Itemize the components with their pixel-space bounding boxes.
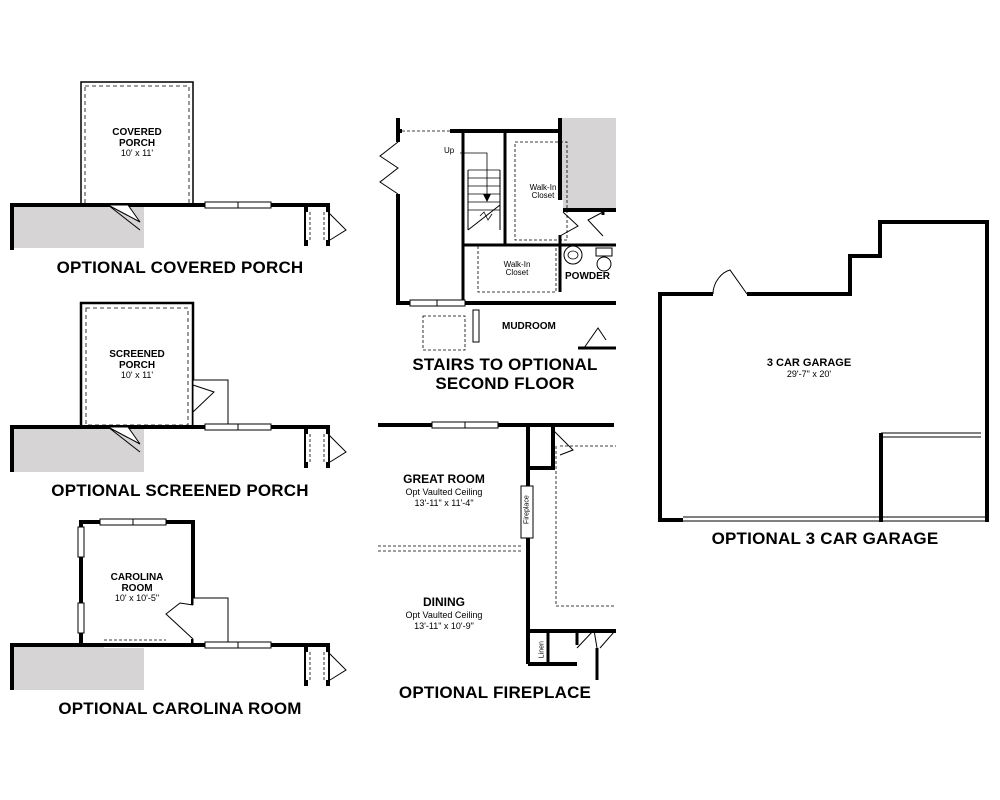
carolina-room-plan	[10, 518, 347, 690]
room-size: 10' x 11'	[120, 148, 154, 158]
stairs-up-label: Up	[444, 146, 455, 155]
room-size: 13'-11" x 11'-4"	[414, 498, 474, 509]
carolina-room-label: CAROLINA ROOM 10' x 10'-5"	[96, 572, 178, 603]
walkin-closet-2-label: Walk-In Closet	[503, 260, 531, 278]
garage-caption: OPTIONAL 3 CAR GARAGE	[711, 529, 939, 548]
room-name: 3 CAR GARAGE	[766, 357, 852, 369]
mudroom-label: MUDROOM	[502, 321, 556, 332]
screened-porch-caption: OPTIONAL SCREENED PORCH	[51, 481, 309, 500]
great-room-label: GREAT ROOM Opt Vaulted Ceiling 13'-11" x…	[384, 473, 504, 508]
room-size: 10' x 10'-5"	[114, 593, 160, 603]
fireplace-plan	[378, 421, 616, 680]
dining-room-label: DINING Opt Vaulted Ceiling 13'-11" x 10'…	[384, 596, 504, 631]
carolina-room-caption: OPTIONAL CAROLINA ROOM	[58, 699, 302, 718]
room-size: 10' x 11'	[120, 370, 154, 380]
stairs-plan	[379, 118, 616, 351]
room-note: Opt Vaulted Ceiling	[405, 609, 483, 620]
fireplace-label: Fireplace	[523, 495, 531, 525]
stairs-caption-line-2: SECOND FLOOR	[435, 374, 575, 393]
walkin-closet-1-label: Walk-In Closet	[529, 183, 557, 201]
stairs-caption: STAIRS TO OPTIONAL SECOND FLOOR	[395, 355, 615, 393]
garage-plan	[658, 220, 989, 524]
linen-label: Linen	[538, 641, 546, 659]
room-size: 13'-11" x 10'-9"	[414, 621, 474, 632]
screened-porch-room-label: SCREENED PORCH 10' x 11'	[96, 349, 178, 380]
room-name: COVERED PORCH	[112, 127, 162, 149]
screened-porch-plan	[10, 301, 347, 472]
garage-room-label: 3 CAR GARAGE 29'-7" x 20'	[744, 357, 874, 379]
powder-label: POWDER	[565, 271, 610, 282]
room-name: DINING	[423, 595, 465, 609]
room-name: SCREENED PORCH	[109, 349, 165, 371]
stairs-caption-line-1: STAIRS TO OPTIONAL	[412, 355, 598, 374]
room-name: CAROLINA ROOM	[110, 572, 164, 594]
room-note: Opt Vaulted Ceiling	[405, 486, 483, 497]
room-name: GREAT ROOM	[403, 472, 485, 486]
covered-porch-room-label: COVERED PORCH 10' x 11'	[96, 127, 178, 158]
covered-porch-plan	[10, 81, 347, 250]
covered-porch-caption: OPTIONAL COVERED PORCH	[56, 258, 304, 277]
room-size: 29'-7" x 20'	[786, 368, 832, 379]
fireplace-caption: OPTIONAL FIREPLACE	[398, 683, 592, 702]
